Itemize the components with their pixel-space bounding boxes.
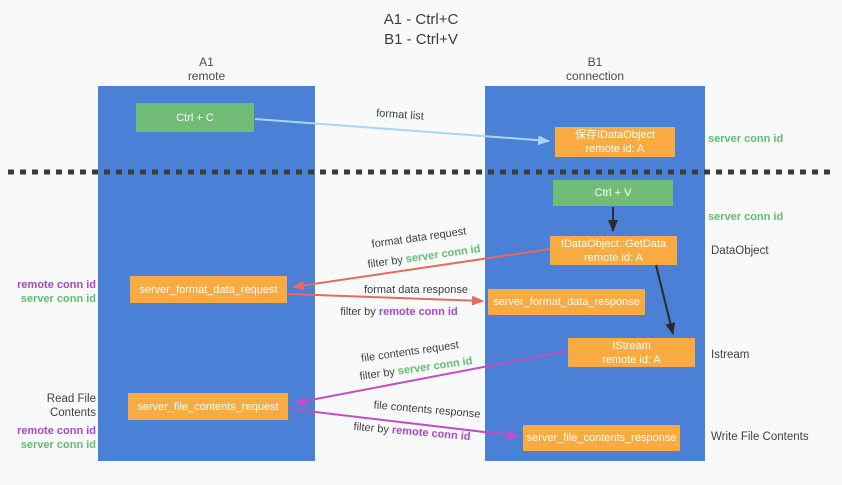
save-idataobject-line1: 保存IDataObject bbox=[574, 129, 656, 141]
server-file-contents-request-node: server_file_contents_request bbox=[128, 393, 288, 420]
column-b1-name: B1 bbox=[587, 55, 603, 69]
remote-conn-id-annotation: remote conn id bbox=[17, 425, 96, 437]
server-conn-id-annotation: server conn id bbox=[20, 293, 96, 305]
server-format-data-response-node: server_format_data_response bbox=[488, 289, 645, 315]
istream-line2: remote id: A bbox=[602, 353, 661, 366]
column-header-b1: B1 connection bbox=[485, 55, 705, 83]
server-conn-id-annotation: server conn id bbox=[20, 439, 96, 451]
filter-by-text: filter by bbox=[358, 366, 396, 383]
file-contents-response-label: file contents response bbox=[373, 399, 481, 421]
diagram-title: A1 - Ctrl+C B1 - Ctrl+V bbox=[0, 10, 842, 50]
write-file-contents-annotation: Write File Contents bbox=[711, 431, 809, 443]
title-line-a1: A1 - Ctrl+C bbox=[383, 11, 459, 28]
format-data-response-filter-label: filter by remote conn id bbox=[340, 306, 457, 318]
idataobject-getdata-node: IDataObject::GetData remote id: A bbox=[550, 236, 677, 265]
istream-line1: IStream bbox=[612, 339, 651, 352]
server-conn-id-annotation-mid: server conn id bbox=[708, 211, 784, 223]
filter-by-text: filter by bbox=[340, 306, 376, 318]
istream-annotation: Istream bbox=[711, 349, 750, 361]
getdata-line1: IDataObject::GetData bbox=[560, 237, 667, 250]
server-format-data-response-label: server_format_data_response bbox=[493, 296, 640, 308]
server-conn-id-key: server conn id bbox=[405, 243, 482, 266]
dataobject-annotation: DataObject bbox=[711, 245, 769, 257]
ctrl-c-label: Ctrl + C bbox=[176, 111, 214, 124]
column-a1-name: A1 bbox=[199, 55, 214, 69]
server-format-data-request-node: server_format_data_request bbox=[130, 276, 287, 303]
getdata-line2: remote id: A bbox=[584, 251, 643, 264]
save-idataobject-line2: remote id: A bbox=[585, 143, 645, 155]
format-data-response-label: format data response bbox=[364, 284, 468, 296]
remote-conn-id-annotation: remote conn id bbox=[17, 279, 96, 291]
istream-node: IStream remote id: A bbox=[568, 338, 695, 367]
server-file-contents-response-node: server_file_contents_response bbox=[523, 425, 680, 451]
server-file-contents-response-label: server_file_contents_response bbox=[526, 432, 677, 444]
remote-conn-id-key: remote conn id bbox=[391, 424, 471, 444]
server-conn-id-key: server conn id bbox=[397, 355, 474, 378]
column-header-a1: A1 remote bbox=[98, 55, 315, 83]
column-a1-role: remote bbox=[187, 69, 226, 83]
file-contents-response-filter-label: filter by remote conn id bbox=[353, 421, 471, 443]
save-idataobject-node: 保存IDataObject remote id: A bbox=[555, 127, 675, 157]
ctrl-c-node: Ctrl + C bbox=[136, 103, 254, 132]
format-list-label: format list bbox=[375, 107, 425, 123]
server-file-contents-request-label: server_file_contents_request bbox=[137, 400, 279, 413]
left-conn-id-stack-format: remote conn id server conn id bbox=[0, 278, 96, 306]
ctrl-v-node: Ctrl + V bbox=[553, 180, 673, 206]
server-format-data-request-label: server_format_data_request bbox=[139, 283, 278, 296]
read-file-contents-annotation: Read File Contents bbox=[46, 393, 96, 419]
filter-by-text: filter by bbox=[366, 254, 404, 271]
ctrl-v-label: Ctrl + V bbox=[594, 187, 632, 199]
left-conn-id-stack-file: Read File Contents remote conn id server… bbox=[0, 392, 96, 452]
title-line-b1: B1 - Ctrl+V bbox=[384, 31, 458, 48]
remote-conn-id-key: remote conn id bbox=[378, 306, 458, 318]
filter-by-text: filter by bbox=[353, 420, 390, 436]
column-b1-role: connection bbox=[565, 69, 625, 83]
server-conn-id-annotation-top: server conn id bbox=[708, 133, 784, 145]
